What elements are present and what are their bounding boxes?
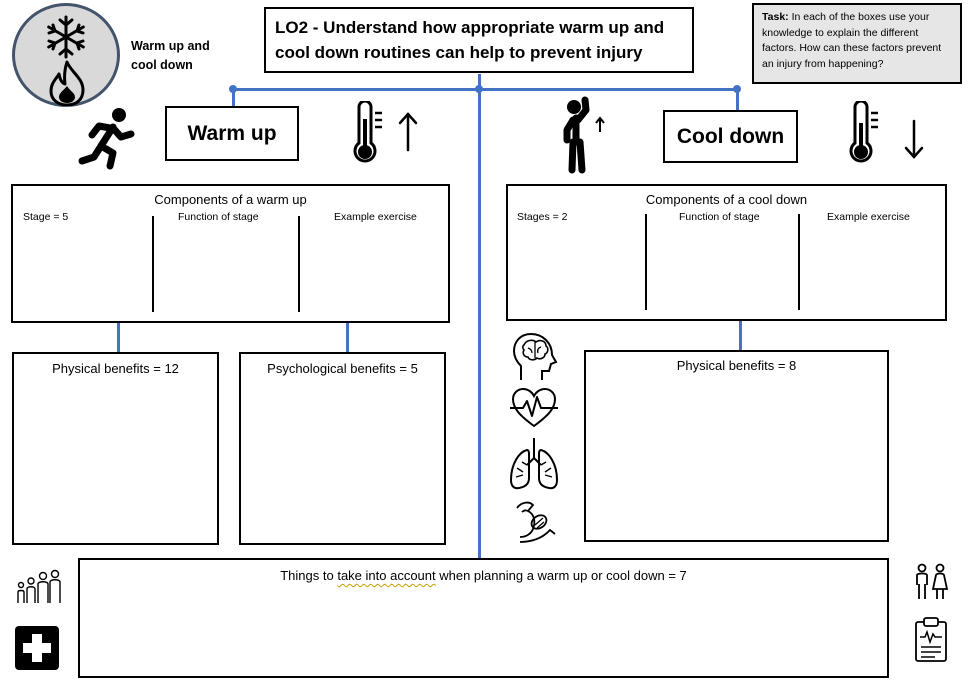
cooldown-components-box: Components of a cool down Stages = 2 Fun… — [506, 184, 947, 321]
cooldown-heading: Cool down — [663, 110, 798, 163]
warmup-psychological-title: Psychological benefits = 5 — [267, 361, 418, 376]
warmup-psychological-box: Psychological benefits = 5 — [239, 352, 446, 545]
task-prefix: Task: — [762, 11, 789, 23]
topic-label: Warm up and cool down — [131, 39, 210, 72]
warmup-heading: Warm up — [165, 106, 299, 161]
connector-center-vertical — [478, 74, 481, 560]
cooldown-col-example: Example exercise — [827, 211, 910, 223]
thermometer-down-icon — [849, 101, 924, 163]
connector-dot-right — [733, 85, 741, 93]
warmup-components-title: Components of a warm up — [154, 192, 307, 207]
cooldown-column-divider-1 — [645, 214, 647, 310]
warmup-col-example: Example exercise — [334, 211, 417, 223]
warmup-physical-title: Physical benefits = 12 — [52, 361, 179, 376]
cooldown-physical-title: Physical benefits = 8 — [676, 358, 797, 373]
heartbeat-icon — [510, 387, 558, 428]
task-box: Task: In each of the boxes use your know… — [752, 3, 962, 84]
cooldown-col-function: Function of stage — [679, 211, 760, 223]
connector-dot-center — [475, 85, 483, 93]
page-title: LO2 - Understand how appropriate warm up… — [264, 7, 694, 73]
snowflake-icon — [47, 15, 85, 59]
warmup-column-divider-2 — [298, 216, 300, 312]
warmup-physical-box: Physical benefits = 12 — [12, 352, 219, 545]
warmup-column-divider-1 — [152, 216, 154, 312]
planning-considerations-title: Things to take into account when plannin… — [80, 568, 887, 583]
thermometer-up-icon — [353, 101, 418, 163]
runner-icon — [78, 108, 135, 170]
task-text: In each of the boxes use your knowledge … — [762, 11, 942, 70]
planning-text-underlined: take into account — [337, 568, 436, 583]
connector-warmup-psych — [346, 322, 349, 354]
brain-head-icon — [512, 332, 558, 380]
connector-warmup-down — [232, 88, 235, 106]
topic-badge — [12, 3, 120, 107]
connector-warmup-physical — [117, 322, 120, 354]
planning-considerations-box: Things to take into account when plannin… — [78, 558, 889, 678]
male-female-icon — [916, 563, 948, 599]
planning-text-before: Things to — [280, 568, 338, 583]
family-icon — [17, 569, 61, 603]
warmup-components-box: Components of a warm up Stage = 5 Functi… — [11, 184, 450, 323]
connector-cooldown-physical — [739, 320, 742, 351]
page-title-text: LO2 - Understand how appropriate warm up… — [275, 18, 665, 62]
warmup-col-function: Function of stage — [178, 211, 259, 223]
cooldown-physical-box: Physical benefits = 8 — [584, 350, 889, 542]
muscle-arm-icon — [516, 501, 556, 543]
connector-cooldown-down — [736, 88, 739, 110]
stretching-person-icon — [563, 96, 605, 174]
clipboard-icon — [915, 617, 947, 662]
connector-dot-left — [229, 85, 237, 93]
planning-text-after: when planning a warm up or cool down = 7 — [435, 568, 687, 583]
flame-icon — [49, 60, 85, 106]
cooldown-col-stage: Stages = 2 — [517, 211, 568, 223]
cooldown-column-divider-2 — [798, 214, 800, 310]
lungs-icon — [509, 438, 559, 490]
cooldown-components-title: Components of a cool down — [645, 192, 808, 207]
connector-top-horizontal — [233, 88, 738, 91]
first-aid-icon — [15, 626, 59, 670]
warmup-col-stage: Stage = 5 — [23, 211, 69, 223]
